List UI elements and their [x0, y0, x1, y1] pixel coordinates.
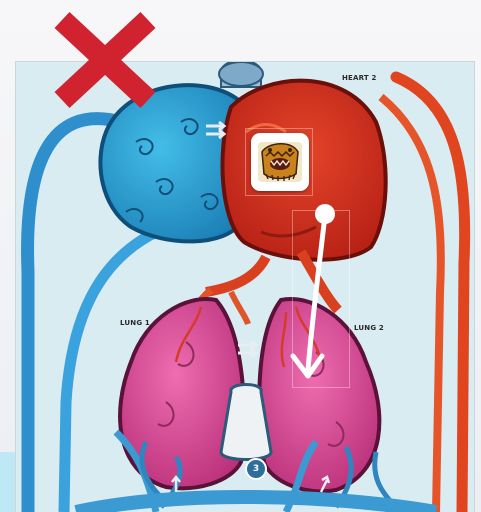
close-button[interactable] — [50, 8, 160, 112]
drop-target-zone[interactable] — [292, 210, 350, 388]
lung-left-label: LUNG 1 — [120, 319, 150, 327]
lung-right-label: LUNG 2 — [354, 324, 384, 332]
microbe-card[interactable] — [251, 133, 309, 191]
right-artery-2 — [381, 97, 441, 512]
heart-label: HEART 2 — [342, 74, 377, 82]
microbe-monster-icon — [256, 138, 304, 186]
close-x-icon — [50, 8, 160, 112]
game-board: HEART 2 LUNG 1 LUNG 2 3 — [16, 62, 474, 512]
chamber-number-badge: 3 — [245, 458, 267, 480]
right-artery — [396, 77, 465, 512]
flow-arrows-middle — [238, 341, 256, 357]
